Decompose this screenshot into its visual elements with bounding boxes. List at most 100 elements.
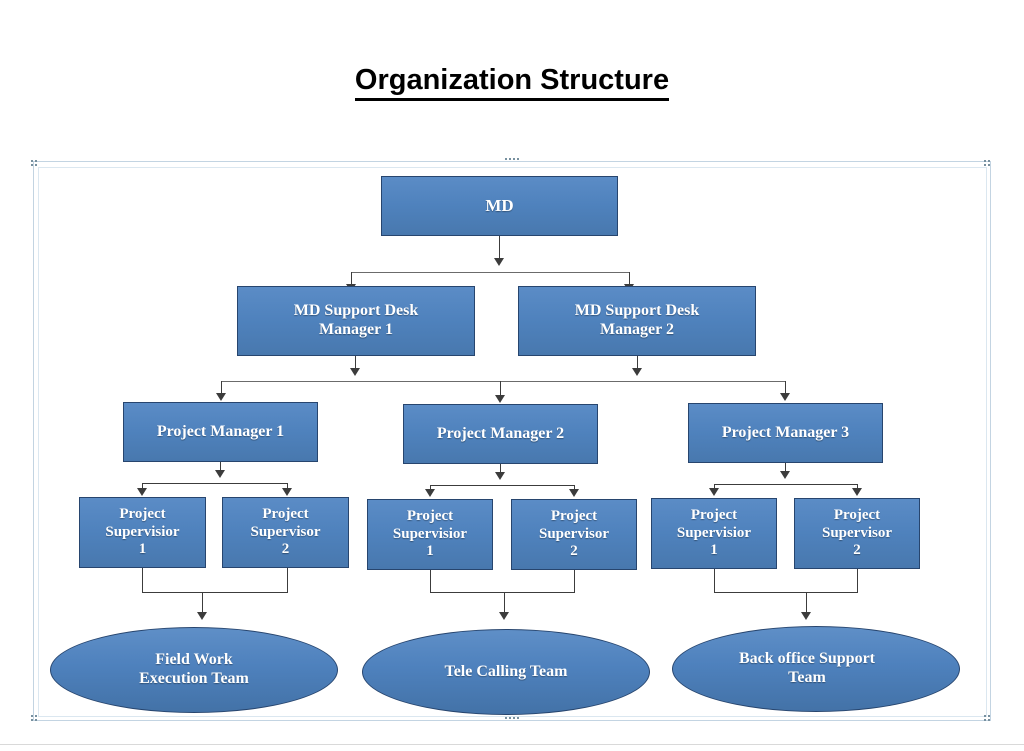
node-supervisor-c2-label-line2: Supervisor (821, 524, 892, 541)
connector-sup-a1-down (142, 568, 143, 592)
connector-pm3-stem-arrowhead (780, 471, 790, 479)
connector-bus-level2 (351, 272, 630, 273)
resize-handle-top-left[interactable] (31, 160, 40, 167)
connector-sup-c2-down (857, 569, 858, 592)
connector-arrowhead-supervisor-b1 (425, 489, 435, 497)
resize-handle-bottom-left[interactable] (31, 715, 40, 722)
page-title-text: Organization Structure (354, 64, 670, 101)
resize-handle-bottom-center[interactable] (505, 717, 519, 724)
connector-bus-level3-drop-3 (785, 381, 786, 395)
connector-sup-b2-down (574, 570, 575, 592)
connector-bus-level2-right-drop (629, 272, 630, 286)
connector-merge-b-stem (504, 592, 505, 614)
connector-arrowhead-project-manager-3 (780, 393, 790, 401)
resize-handle-top-right[interactable] (984, 160, 993, 167)
connector-support-manager-1-stem (355, 356, 356, 372)
node-md[interactable]: MD (381, 176, 618, 236)
node-supervisor-a1-label-line2: Supervisior (105, 523, 180, 540)
node-md-support-desk-manager-2[interactable]: MD Support Desk Manager 2 (518, 286, 756, 356)
connector-support-manager-2-stem-arrowhead (632, 368, 642, 376)
connector-bus-level2-left-drop (351, 272, 352, 286)
node-supervisor-c2-label-line3: 2 (853, 542, 861, 559)
node-project-supervisor-b1[interactable]: Project Supervisior 1 (367, 499, 493, 570)
node-supervisor-c2-label-line1: Project (833, 506, 881, 523)
connector-pm1-stem (220, 462, 221, 474)
connector-merge-bus-b (430, 592, 575, 593)
connector-pm1-stem-arrowhead (215, 470, 225, 478)
connector-arrowhead-project-manager-1 (216, 393, 226, 401)
node-project-supervisor-b2[interactable]: Project Supervisor 2 (511, 499, 637, 570)
connector-support-manager-2-stem (637, 356, 638, 372)
node-tele-calling-team[interactable]: Tele Calling Team (362, 629, 650, 715)
connector-bus-level3-drop-1 (221, 381, 222, 395)
node-supervisor-a2-label-line1: Project (262, 505, 309, 522)
node-project-manager-3[interactable]: Project Manager 3 (688, 403, 883, 463)
node-supervisor-b1-label-line1: Project (406, 507, 454, 524)
connector-merge-c-stem (806, 592, 807, 614)
connector-arrowhead-supervisor-a1 (137, 488, 147, 496)
node-supervisor-b2-label-line3: 2 (570, 543, 578, 560)
connector-arrowhead-supervisor-b2 (569, 489, 579, 497)
connector-arrowhead-project-manager-2 (495, 395, 505, 403)
node-supervisor-b2-label-line1: Project (550, 507, 598, 524)
connector-arrowhead-field-work-team (197, 612, 207, 620)
connector-merge-bus-a (142, 592, 288, 593)
page-bottom-rule (0, 744, 1024, 745)
connector-support-manager-1-stem-arrowhead (350, 368, 360, 376)
node-field-work-team-label-line1: Field Work (155, 651, 233, 669)
node-md-support-desk-manager-1[interactable]: MD Support Desk Manager 1 (237, 286, 475, 356)
connector-bus-level3-drop-2 (500, 381, 501, 397)
connector-bus-supervisors-b (430, 485, 574, 486)
connector-sup-b1-down (430, 570, 431, 592)
node-supervisor-a1-label-line3: 1 (138, 541, 147, 558)
node-project-supervisor-c2[interactable]: Project Supervisor 2 (794, 498, 920, 569)
node-supervisor-b2-label-line2: Supervisor (538, 525, 609, 542)
node-project-supervisor-c1[interactable]: Project Supervisior 1 (651, 498, 777, 569)
node-project-supervisor-a2[interactable]: Project Supervisor 2 (222, 497, 349, 568)
node-supervisor-c1-label-line1: Project (690, 506, 738, 523)
resize-handle-top-center[interactable] (505, 158, 519, 165)
node-md-label: MD (485, 195, 514, 215)
drawing-canvas-frame-inner (38, 167, 987, 717)
connector-pm3-stem (785, 463, 786, 475)
connector-bus-supervisors-a (142, 483, 287, 484)
node-support-manager-2-label-line2: Manager 2 (600, 321, 674, 338)
node-field-work-team-label-line2: Execution Team (139, 670, 249, 687)
connector-sup-a2-down (287, 568, 288, 592)
node-project-supervisor-a1[interactable]: Project Supervisior 1 (79, 497, 206, 568)
node-tele-calling-team-label: Tele Calling Team (444, 662, 568, 680)
connector-md-stem-arrowhead (494, 258, 504, 266)
node-supervisor-a1-label-line1: Project (119, 505, 166, 522)
node-back-office-support-team[interactable]: Back office Support Team (672, 626, 960, 712)
node-support-manager-1-label-line1: MD Support Desk (293, 302, 419, 320)
node-support-manager-2-label-line1: MD Support Desk (574, 302, 700, 320)
connector-bus-level3 (221, 381, 785, 382)
connector-md-stem (499, 236, 500, 260)
node-supervisor-a2-label-line3: 2 (281, 541, 290, 558)
connector-arrowhead-tele-calling-team (499, 612, 509, 620)
connector-sup-c1-down (714, 569, 715, 592)
node-field-work-execution-team[interactable]: Field Work Execution Team (50, 627, 338, 713)
connector-bus-a-drop-1 (142, 483, 143, 491)
connector-pm2-stem (500, 464, 501, 476)
connector-merge-a-stem (202, 592, 203, 614)
resize-handle-bottom-right[interactable] (984, 715, 993, 722)
node-supervisor-b1-label-line3: 1 (426, 543, 434, 560)
connector-pm2-stem-arrowhead (495, 472, 505, 480)
node-project-manager-2[interactable]: Project Manager 2 (403, 404, 598, 464)
connector-arrowhead-supervisor-a2 (282, 488, 292, 496)
node-support-manager-1-label-line2: Manager 1 (319, 321, 393, 338)
node-back-office-team-label-line2: Team (788, 669, 826, 686)
node-supervisor-b1-label-line2: Supervisior (392, 525, 468, 542)
node-project-manager-1[interactable]: Project Manager 1 (123, 402, 318, 462)
node-supervisor-a2-label-line2: Supervisor (250, 523, 321, 540)
node-project-manager-1-label: Project Manager 1 (156, 422, 285, 440)
node-back-office-team-label-line1: Back office Support (739, 650, 875, 668)
connector-arrowhead-supervisor-c1 (709, 488, 719, 496)
node-project-manager-3-label: Project Manager 3 (721, 423, 850, 441)
node-project-manager-2-label: Project Manager 2 (436, 424, 565, 442)
connector-merge-bus-c (714, 592, 858, 593)
node-supervisor-c1-label-line2: Supervisior (676, 524, 752, 541)
connector-arrowhead-back-office-team (801, 612, 811, 620)
